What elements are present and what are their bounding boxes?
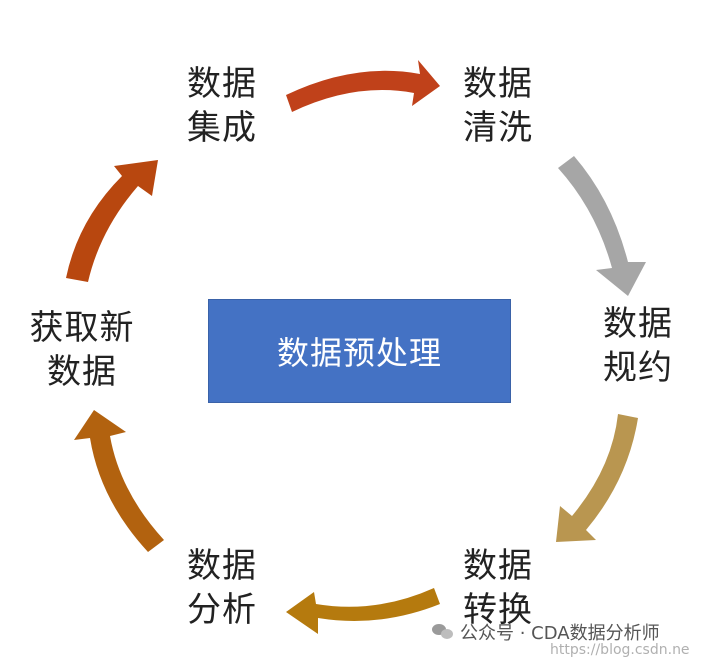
node-acquire-line-2: 数据 (47, 352, 117, 392)
node-analysis-line-1: 数据 (187, 546, 257, 586)
arrow-analysis-to-acquire (74, 410, 164, 552)
arrow-reduction-to-transformation (556, 414, 638, 542)
node-reduction: 数据 规约 (583, 302, 693, 390)
node-analysis-line-2: 分析 (187, 590, 257, 630)
arrow-cleaning-to-reduction (558, 156, 646, 296)
arrow-acquire-to-integration (66, 160, 158, 282)
node-integration-line-1: 数据 (187, 64, 257, 104)
center-box: 数据预处理 (208, 299, 511, 403)
node-cleaning-line-2: 清洗 (463, 108, 533, 148)
node-cleaning-line-1: 数据 (463, 64, 533, 104)
node-analysis: 数据 分析 (167, 544, 277, 632)
node-acquire: 获取新 数据 (14, 306, 150, 394)
arrow-integration-to-cleaning (286, 60, 440, 112)
watermark: 公众号 · CDA数据分析师 (432, 618, 660, 646)
watermark-text: 公众号 · CDA数据分析师 (460, 623, 660, 644)
watermark-url: https://blog.csdn.ne (550, 642, 690, 658)
node-integration: 数据 集成 (167, 62, 277, 150)
node-transformation-line-2: 转换 (463, 590, 533, 630)
wechat-icon (432, 624, 454, 640)
node-integration-line-2: 集成 (187, 108, 257, 148)
node-transformation: 数据 转换 (443, 544, 553, 632)
node-transformation-line-1: 数据 (463, 546, 533, 586)
arrow-transformation-to-analysis (286, 588, 440, 634)
node-reduction-line-1: 数据 (603, 304, 673, 344)
node-reduction-line-2: 规约 (603, 348, 673, 388)
node-acquire-line-1: 获取新 (29, 308, 135, 348)
center-label: 数据预处理 (276, 334, 442, 372)
node-cleaning: 数据 清洗 (443, 62, 553, 150)
